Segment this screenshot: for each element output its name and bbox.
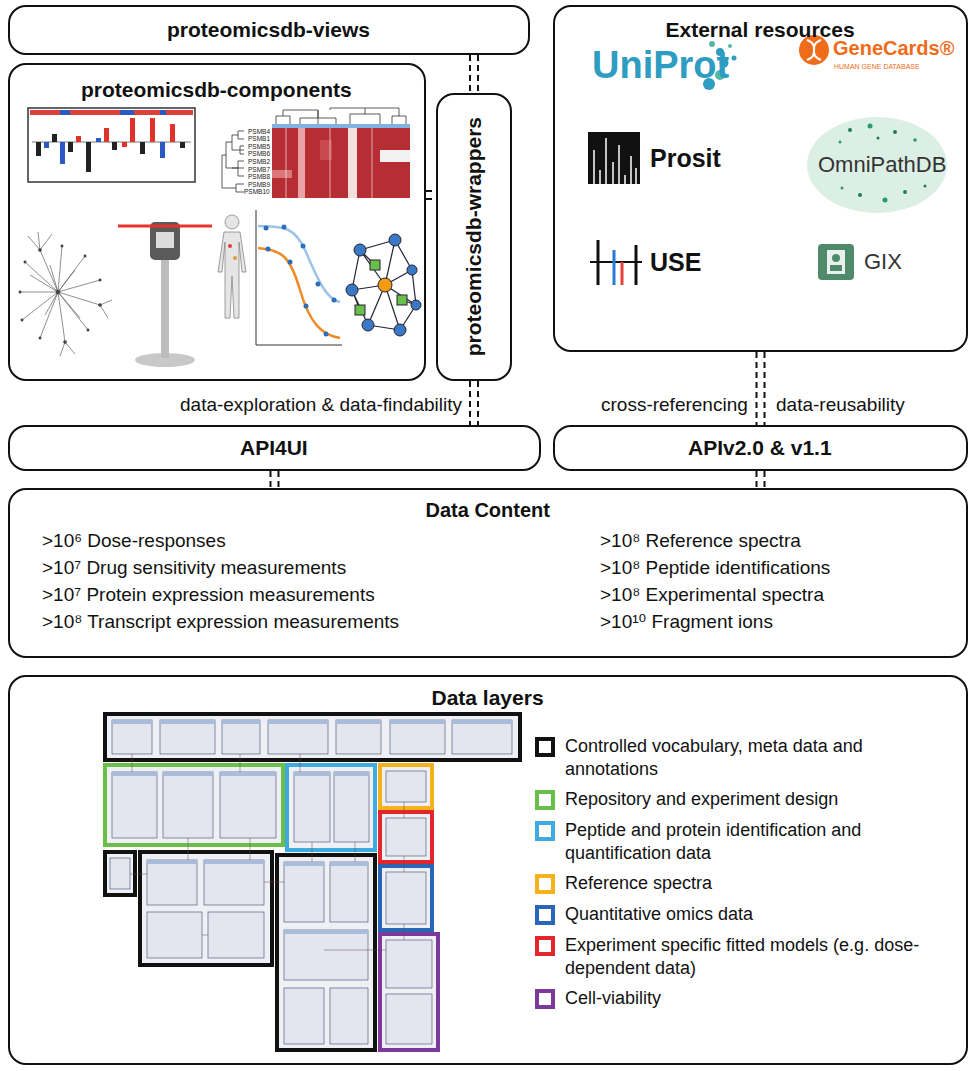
logo-text: UniProt [592,43,729,89]
gene-label: PSMB2 [248,159,270,166]
gene-label: PSMB6 [248,151,270,158]
api-box: API4UI [8,425,541,471]
gene-label: PSMB5 [248,144,270,151]
connection-label: cross-referencing [601,394,748,417]
content-line: >10¹⁰ Fragment ions [600,611,773,634]
gene-label: PSMB4 [248,129,270,136]
legend-text: Experiment specific fitted models (e.g. … [565,934,935,979]
content-line: >10⁷ Protein expression measurements [42,584,375,607]
bar-chart-icon [28,108,195,182]
dashed-connector [271,471,279,488]
database-schema [105,714,520,1050]
gix-icon [818,244,854,280]
data-content-box: Data Content >10⁶ Dose-responses >10⁷ Drug… [8,488,968,658]
box-heading: APIv2.0 & v1.1 [688,435,832,460]
legend-swatch [535,905,555,925]
legend-swatch [535,936,555,956]
view-layer-box: proteomicsdb-views [8,5,530,55]
wrapper-layer-box: proteomicsdb-wrappers [436,93,512,381]
box-heading: proteomicsdb-wrappers [461,117,486,356]
legend-text: Quantitative omics data [565,903,935,926]
dashed-connector [757,352,765,425]
legend-text: Controlled vocabulary, meta data and ann… [565,735,935,780]
logo-text: Prosit [650,143,721,173]
legend-swatch [535,737,555,757]
connection-label: data-exploration & data-findability [180,394,462,417]
content-line: >10⁸ Experimental spectra [600,584,824,607]
prosit-icon [588,132,640,184]
api-box: APIv2.0 & v1.1 [553,425,968,471]
legend-text: Repository and experiment design [565,788,935,811]
gene-label: PSMB9 [248,182,270,189]
legend-text: Peptide and protein identification and q… [565,819,935,864]
omnipath-cloud [807,117,947,213]
gene-label: PSMB7 [248,167,270,174]
box-heading: API4UI [240,435,308,460]
box-heading: Data layers [432,685,544,710]
network-star-icon [19,232,112,356]
connection-label: data-reusability [776,394,905,417]
gene-label: PSMB1 [248,136,270,143]
legend-text: Cell-viability [565,987,935,1010]
content-line: >10⁶ Dose-responses [42,530,226,553]
dashed-connector [470,55,478,93]
heatmap-icon [222,108,410,198]
legend-text: Reference spectra [565,872,935,895]
box-heading: proteomicsdb-views [167,17,370,42]
legend-swatch [535,989,555,1009]
logo-text: OmniPathDB [818,152,946,178]
dashed-connector [470,381,478,425]
human-body-icon [218,215,246,318]
network-graph-icon [346,234,421,336]
box-heading: Data Content [426,498,550,522]
legend-swatch [535,821,555,841]
legend-swatch [535,874,555,894]
dose-response-icon [256,210,342,345]
logo-text: HUMAN GENE DATABASE [834,63,920,71]
gene-label: PSMB10 [244,189,270,196]
gene-label: PSMB8 [248,174,270,181]
content-line: >10⁸ Reference spectra [600,530,801,553]
protein-viewer-icon [118,222,212,367]
logo-text: GeneCards® [833,36,954,60]
logo-text: GIX [864,249,902,275]
use-icon [590,240,642,285]
component-layer-box: proteomicsdb-components [8,63,426,381]
dashed-connector [426,191,436,199]
legend-swatch [535,790,555,810]
content-line: >10⁸ Transcript expression measurements [42,611,399,634]
logo-text: USE [650,247,701,277]
data-layers-box: Data layers [8,675,968,1065]
box-heading: External resources [666,17,855,42]
content-line: >10⁷ Drug sensitivity measurements [42,557,346,580]
box-heading: proteomicsdb-components [81,77,352,102]
content-line: >10⁸ Peptide identifications [600,557,830,580]
dashed-connector [757,471,765,488]
